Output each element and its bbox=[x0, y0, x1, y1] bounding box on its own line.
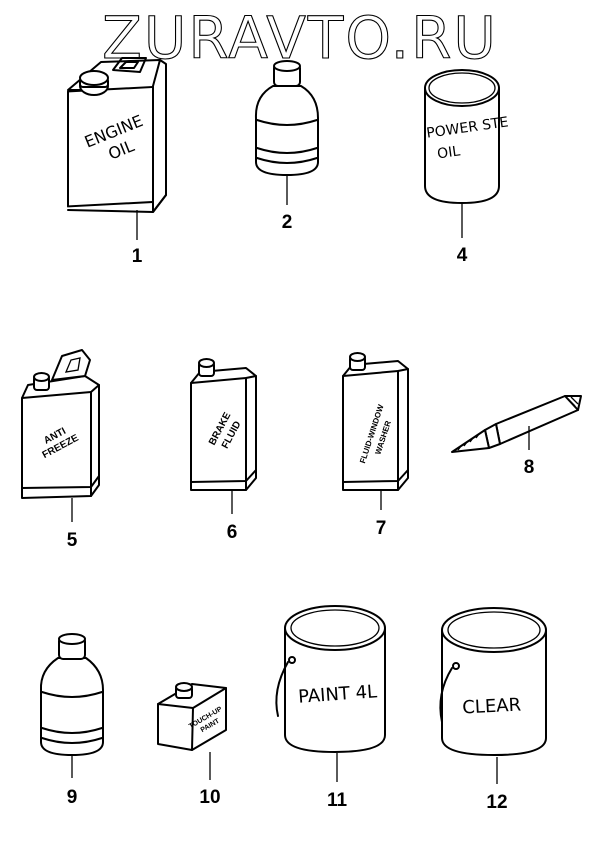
fluid-bottle-small: 2 bbox=[256, 61, 318, 233]
item-number-2: 2 bbox=[282, 212, 293, 233]
item-number-8: 8 bbox=[524, 457, 535, 478]
paint-can-4l: PAINT 4L 11 bbox=[276, 606, 385, 811]
item-number-9: 9 bbox=[67, 787, 78, 808]
sealant-tube: 8 bbox=[452, 396, 581, 478]
washer-fluid-bottle: FLUID-WINDOW WASHER 7 bbox=[343, 353, 408, 539]
clear-coat-can: CLEAR 12 bbox=[440, 608, 546, 813]
brake-fluid-bottle: BRAKE FLUID 6 bbox=[191, 359, 256, 543]
power-steering-label-line2: OIL bbox=[436, 143, 461, 162]
fluid-bottle-medium: 9 bbox=[41, 634, 103, 808]
touch-up-paint-box: TOUCH-UP PAINT 10 bbox=[158, 683, 228, 808]
item-number-7: 7 bbox=[376, 518, 387, 539]
item-number-4: 4 bbox=[457, 245, 468, 266]
item-number-1: 1 bbox=[132, 246, 143, 267]
power-steering-oil-can: POWER STE OIL 4 bbox=[425, 70, 513, 266]
antifreeze-jug: ANTI FREEZE 5 bbox=[22, 350, 99, 551]
item-number-5: 5 bbox=[67, 530, 78, 551]
item-number-12: 12 bbox=[486, 792, 507, 813]
clear-label: CLEAR bbox=[462, 694, 522, 718]
item-number-6: 6 bbox=[227, 522, 238, 543]
item-number-10: 10 bbox=[199, 787, 220, 808]
item-number-11: 11 bbox=[327, 790, 348, 811]
engine-oil-can: ENGINE OIL 1 bbox=[68, 58, 166, 267]
